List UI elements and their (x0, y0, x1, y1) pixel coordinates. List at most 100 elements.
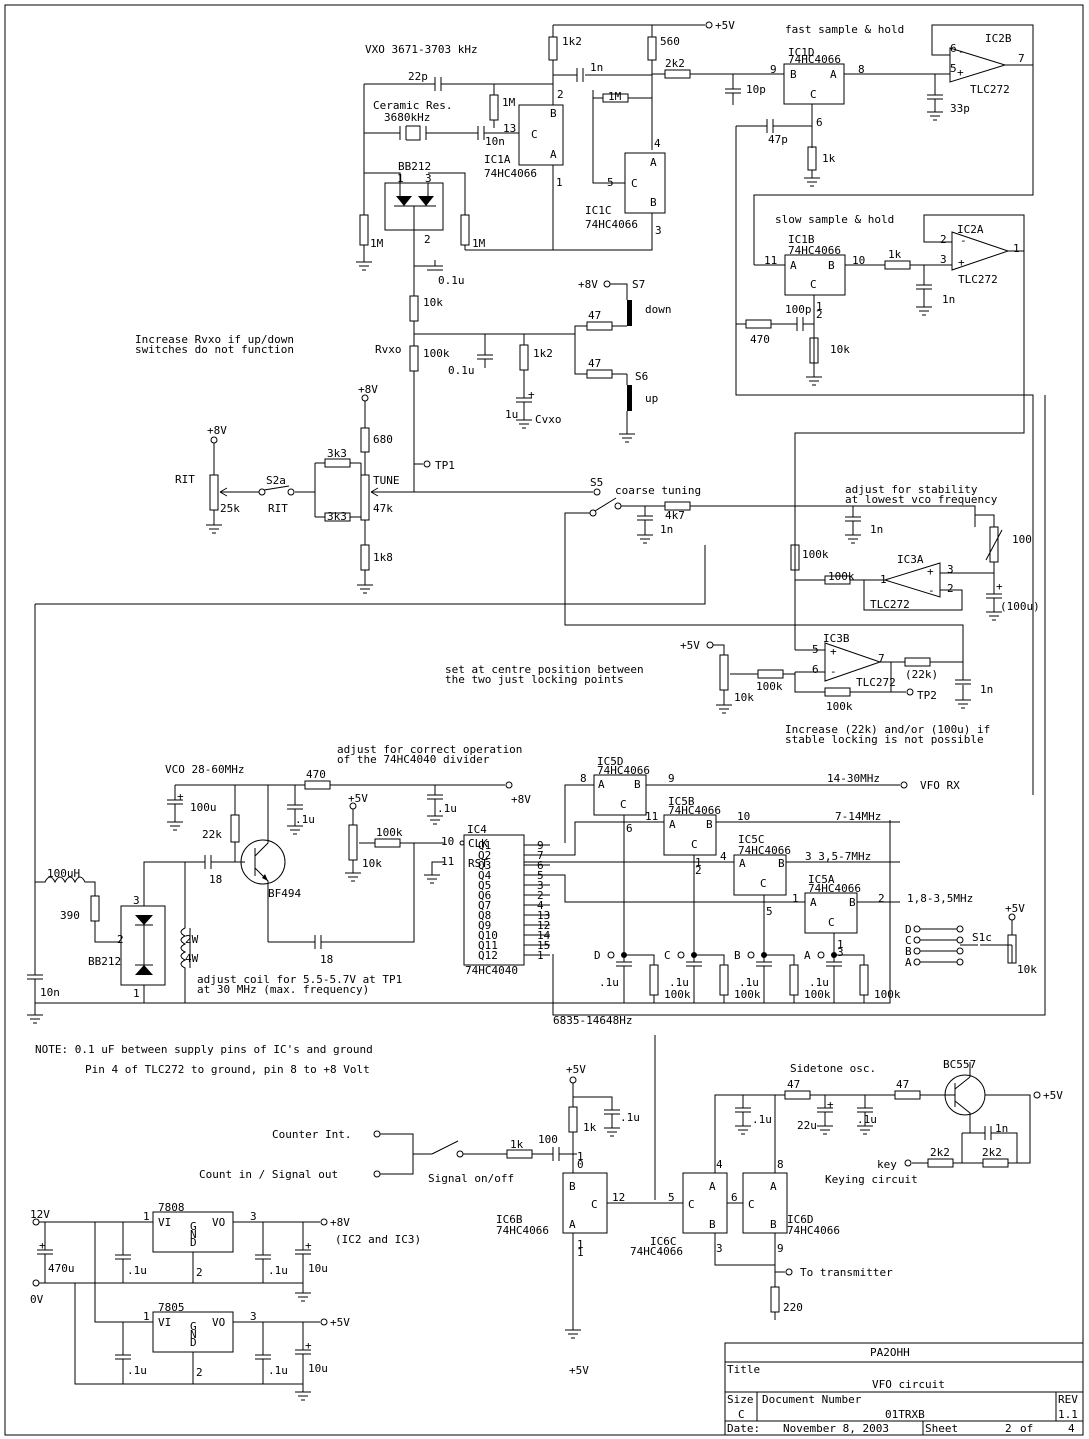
s1c-position-label: B (905, 945, 912, 958)
svg-text:11: 11 (645, 810, 658, 823)
switch-signal[interactable] (431, 1140, 459, 1155)
svg-text:G: G (190, 1320, 197, 1333)
svg-text:3: 3 (425, 172, 432, 185)
key-input[interactable] (904, 1159, 912, 1167)
r-100k-ic3b-fb: 100k (826, 700, 853, 713)
supply-8v-reg: +8V (330, 1216, 350, 1229)
r-10k-centre: 10k (734, 691, 754, 704)
counter-pin-label: Q11 (478, 939, 498, 952)
resistor-1m-a (489, 94, 499, 121)
switch-s6[interactable] (627, 385, 632, 411)
svg-text:C: C (810, 278, 817, 291)
svg-text:B: B (706, 818, 713, 831)
resistor-470-vco (304, 780, 331, 790)
svg-text:B: B (849, 896, 856, 909)
switch-s2a[interactable] (263, 485, 290, 491)
ic6b-type: 74HC4066 (496, 1224, 549, 1237)
control-cap-label: .1u (599, 976, 619, 989)
svg-text:A: A (650, 156, 657, 169)
ic5a-type: 74HC4066 (808, 882, 861, 895)
svg-text:5: 5 (607, 176, 614, 189)
svg-text:1: 1 (837, 938, 844, 951)
svg-text:C: C (691, 838, 698, 851)
counter-pin-label: Q8 (478, 909, 491, 922)
svg-text:C: C (810, 88, 817, 101)
svg-text:6: 6 (812, 663, 819, 676)
rit-label-sw: RIT (268, 502, 288, 515)
svg-text:B: B (650, 196, 657, 209)
r-1k-sig: 1k (510, 1138, 524, 1151)
c-10p-label: 10p (746, 83, 766, 96)
c-1n-key: 1n (995, 1122, 1008, 1135)
supply-5v-top: +5V (715, 19, 735, 32)
c-10u-reg-a: 10u (308, 1262, 328, 1275)
svg-text:3: 3 (655, 224, 662, 237)
opamp-ic3b (824, 642, 882, 682)
svg-text:1: 1 (556, 176, 563, 189)
resistor-1k-fast (807, 146, 817, 171)
ic5a-box (804, 892, 858, 934)
tb-docnum: 01TRXB (885, 1408, 925, 1421)
svg-text:11: 11 (764, 254, 777, 267)
ceramic-freq-label: 3680kHz (384, 111, 430, 124)
potentiometer-rit[interactable] (209, 474, 219, 511)
s6-label: S6 (635, 370, 648, 383)
svg-text:5: 5 (668, 1191, 675, 1204)
r-1k-slow: 1k (888, 248, 902, 261)
tb-date: November 8, 2003 (783, 1422, 889, 1435)
c-22u-side: 22u (797, 1119, 817, 1132)
ic5b-label: IC5B (668, 795, 695, 808)
tb-rev: 1.1 (1058, 1408, 1078, 1421)
tb-size-lbl: Size (727, 1393, 754, 1406)
c-1n-slow: 1n (942, 293, 955, 306)
switch-s5[interactable] (594, 497, 617, 512)
ic2b-type: TLC272 (970, 83, 1010, 96)
svg-text:B: B (790, 68, 797, 81)
resistor-1k2 (548, 36, 558, 61)
ic6b-label: IC6B (496, 1213, 523, 1226)
resistor-3k3-a (324, 458, 351, 468)
ic5d-label: IC5D (597, 755, 624, 768)
resistor-1k-slow (884, 260, 911, 270)
r-47-a: 47 (588, 309, 601, 322)
svg-text:2: 2 (940, 233, 947, 246)
svg-text:A: A (669, 818, 676, 831)
ic5d-type: 74HC4066 (597, 764, 650, 777)
svg-text:A: A (569, 1218, 576, 1231)
supply-8v-tune: +8V (358, 383, 378, 396)
control-cap-label: .1u (739, 976, 759, 989)
resistor-470-slow (745, 319, 772, 329)
ic5c-box (733, 854, 787, 896)
potentiometer-10k-div[interactable] (348, 824, 358, 861)
adj-div-1: adjust for correct operation (337, 743, 522, 756)
switch-s7[interactable] (627, 300, 632, 326)
svg-text:A: A (790, 259, 797, 272)
svg-text:C: C (531, 128, 538, 141)
c-1u-reg-b: .1u (268, 1264, 288, 1277)
r-100-trim: 100 (1012, 533, 1032, 546)
centre-note2: the two just locking points (445, 673, 624, 686)
potentiometer-centre[interactable] (719, 654, 729, 691)
r-100k-div: 100k (376, 826, 403, 839)
svg-text:6: 6 (816, 116, 823, 129)
svg-text:8: 8 (858, 63, 865, 76)
rvxo-note1: Increase Rvxo if up/down (135, 333, 294, 346)
resistor-680 (360, 427, 370, 453)
resistor-1k-sig (506, 1149, 533, 1159)
adj-div-2: of the 74HC4040 divider (337, 753, 490, 766)
svg-text:4: 4 (654, 137, 661, 150)
down-label: down (645, 303, 672, 316)
resistor-2k2-key-b (982, 1158, 1009, 1168)
reg-7808-vi: VI (158, 1216, 171, 1229)
svg-text:N: N (190, 1328, 197, 1341)
control-cap-label: .1u (809, 976, 829, 989)
counter-pin-label: Q6 (478, 889, 491, 902)
c-1n-stab: 1n (870, 523, 883, 536)
resistor-2k2 (664, 69, 691, 79)
potentiometer-tune[interactable] (360, 474, 370, 521)
resistor-47-side-a (784, 1090, 811, 1100)
svg-text:8: 8 (777, 1158, 784, 1171)
c-1n-coarse: 1n (660, 523, 673, 536)
tb-title-lbl: Title (727, 1363, 760, 1376)
